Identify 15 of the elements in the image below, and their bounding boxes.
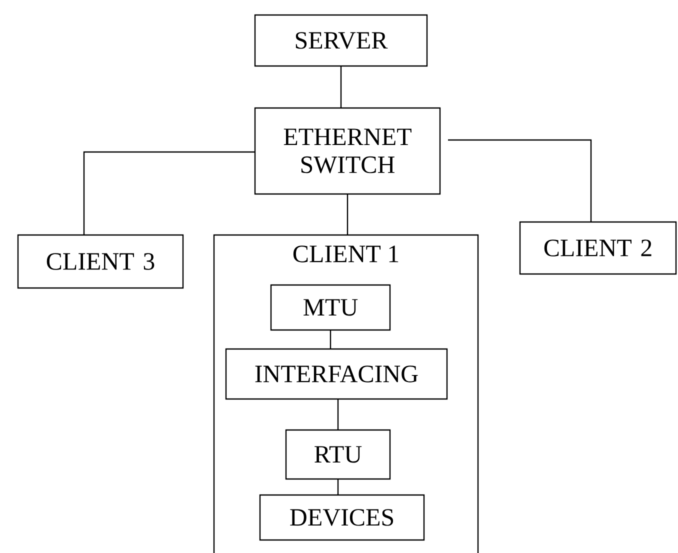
process-box: DEVICES: [259, 494, 425, 541]
connector-line: [337, 479, 339, 495]
connector-line: [448, 139, 592, 222]
process-box: INTERFACING: [225, 348, 448, 400]
process-box: MTU: [270, 284, 391, 331]
process-box: CLIENT 2: [519, 221, 677, 275]
connector-line: [346, 194, 348, 235]
connector-line: [330, 330, 332, 349]
process-box: SERVER: [254, 14, 428, 67]
process-box: RTU: [285, 429, 391, 480]
process-box: CLIENT 3: [17, 234, 184, 289]
connector-line: [337, 399, 339, 430]
process-box: ETHERNET SWITCH: [254, 107, 441, 195]
connector-line: [83, 151, 255, 235]
connector-line: [340, 66, 342, 108]
